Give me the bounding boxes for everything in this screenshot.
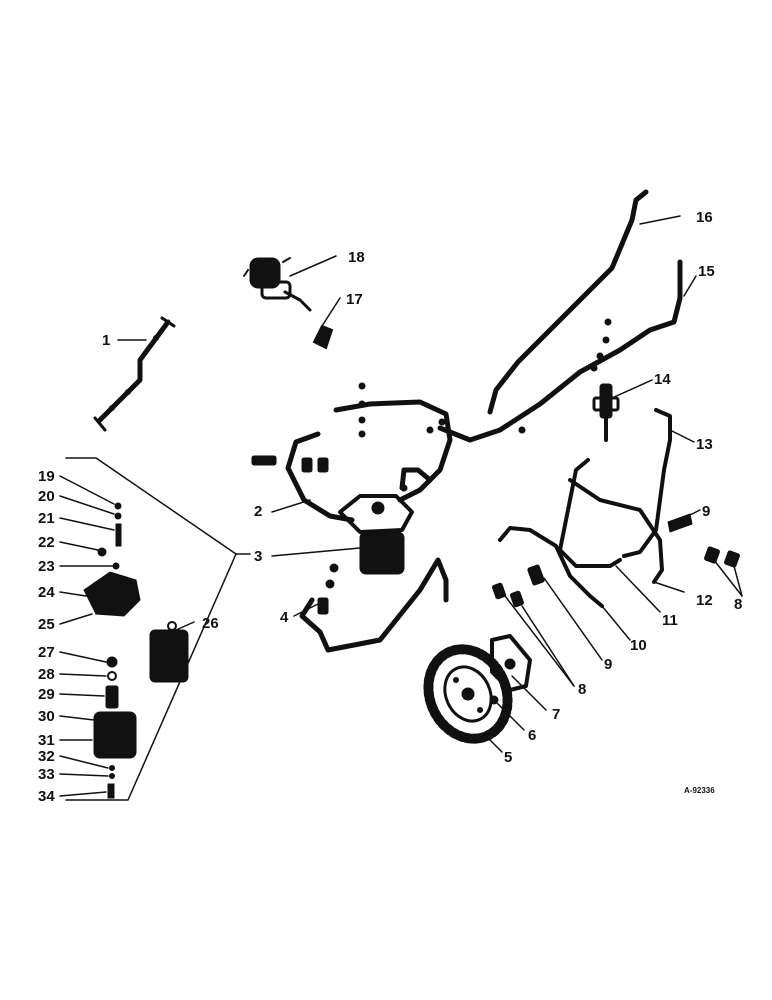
callout-15: 15 bbox=[698, 263, 715, 280]
callout-7: 7 bbox=[552, 706, 560, 723]
callout-29: 29 bbox=[38, 686, 55, 703]
callout-5: 5 bbox=[504, 749, 512, 766]
callout-33: 33 bbox=[38, 766, 55, 783]
part-11-injector-line bbox=[558, 458, 622, 568]
callout-11: 11 bbox=[662, 612, 678, 629]
part-16-pipe bbox=[487, 189, 649, 415]
part-14-injector bbox=[592, 318, 620, 442]
part-12-injector-line bbox=[568, 478, 664, 584]
part-4-return-line bbox=[299, 557, 449, 653]
callout-34: 34 bbox=[38, 788, 55, 805]
callout-24: 24 bbox=[38, 584, 55, 601]
callout-8-lower: 8 bbox=[578, 681, 586, 698]
left-leader-lines bbox=[59, 475, 195, 797]
callout-12: 12 bbox=[696, 592, 713, 609]
callout-32: 32 bbox=[38, 748, 55, 765]
callout-22: 22 bbox=[38, 534, 55, 551]
part-26-filter-element bbox=[149, 621, 189, 683]
parts-27-34-bowl bbox=[93, 656, 137, 799]
callout-16: 16 bbox=[696, 209, 713, 226]
parts-19-23-hardware bbox=[97, 502, 122, 570]
part-18-fuel-pump bbox=[243, 257, 312, 312]
callout-30: 30 bbox=[38, 708, 55, 725]
part-15-pipe bbox=[437, 259, 683, 443]
callout-9-lower: 9 bbox=[604, 656, 612, 673]
callout-4: 4 bbox=[280, 609, 289, 626]
part-10-injector-line bbox=[498, 526, 604, 608]
callout-28: 28 bbox=[38, 666, 55, 683]
callout-27: 27 bbox=[38, 644, 55, 661]
part-5-gear bbox=[423, 644, 513, 744]
part-3-filter-assembly bbox=[325, 494, 414, 589]
part-7-gasket bbox=[490, 634, 532, 692]
callout-20: 20 bbox=[38, 488, 55, 505]
part-1-bracket bbox=[93, 316, 176, 432]
part-8-clip bbox=[491, 546, 740, 608]
callout-9-right: 9 bbox=[702, 503, 710, 520]
callout-1: 1 bbox=[102, 332, 110, 349]
part-2-fuel-line bbox=[251, 382, 453, 523]
callout-17: 17 bbox=[346, 291, 363, 308]
callout-23: 23 bbox=[38, 558, 55, 575]
callout-8-right: 8 bbox=[734, 596, 742, 613]
drawing-reference: A-92336 bbox=[684, 786, 715, 795]
part-9-clip bbox=[527, 513, 693, 586]
callout-2: 2 bbox=[254, 503, 262, 520]
part-13-injector-line bbox=[622, 408, 672, 558]
callout-21: 21 bbox=[38, 510, 55, 527]
callout-6: 6 bbox=[528, 727, 536, 744]
callout-26: 26 bbox=[202, 615, 219, 632]
leader-lines bbox=[117, 215, 743, 753]
callout-13: 13 bbox=[696, 436, 713, 453]
callout-3: 3 bbox=[254, 548, 262, 565]
callout-19: 19 bbox=[38, 468, 55, 485]
callout-labels: 1 2 3 4 5 6 7 8 8 9 9 10 11 12 13 14 15 … bbox=[38, 209, 742, 805]
part-17-fitting bbox=[312, 324, 334, 350]
callout-31: 31 bbox=[38, 732, 55, 749]
part-24-25-filter-head bbox=[83, 571, 141, 617]
callout-14: 14 bbox=[654, 371, 671, 388]
callout-10: 10 bbox=[630, 637, 647, 654]
callout-18: 18 bbox=[348, 249, 365, 266]
callout-25: 25 bbox=[38, 616, 55, 633]
